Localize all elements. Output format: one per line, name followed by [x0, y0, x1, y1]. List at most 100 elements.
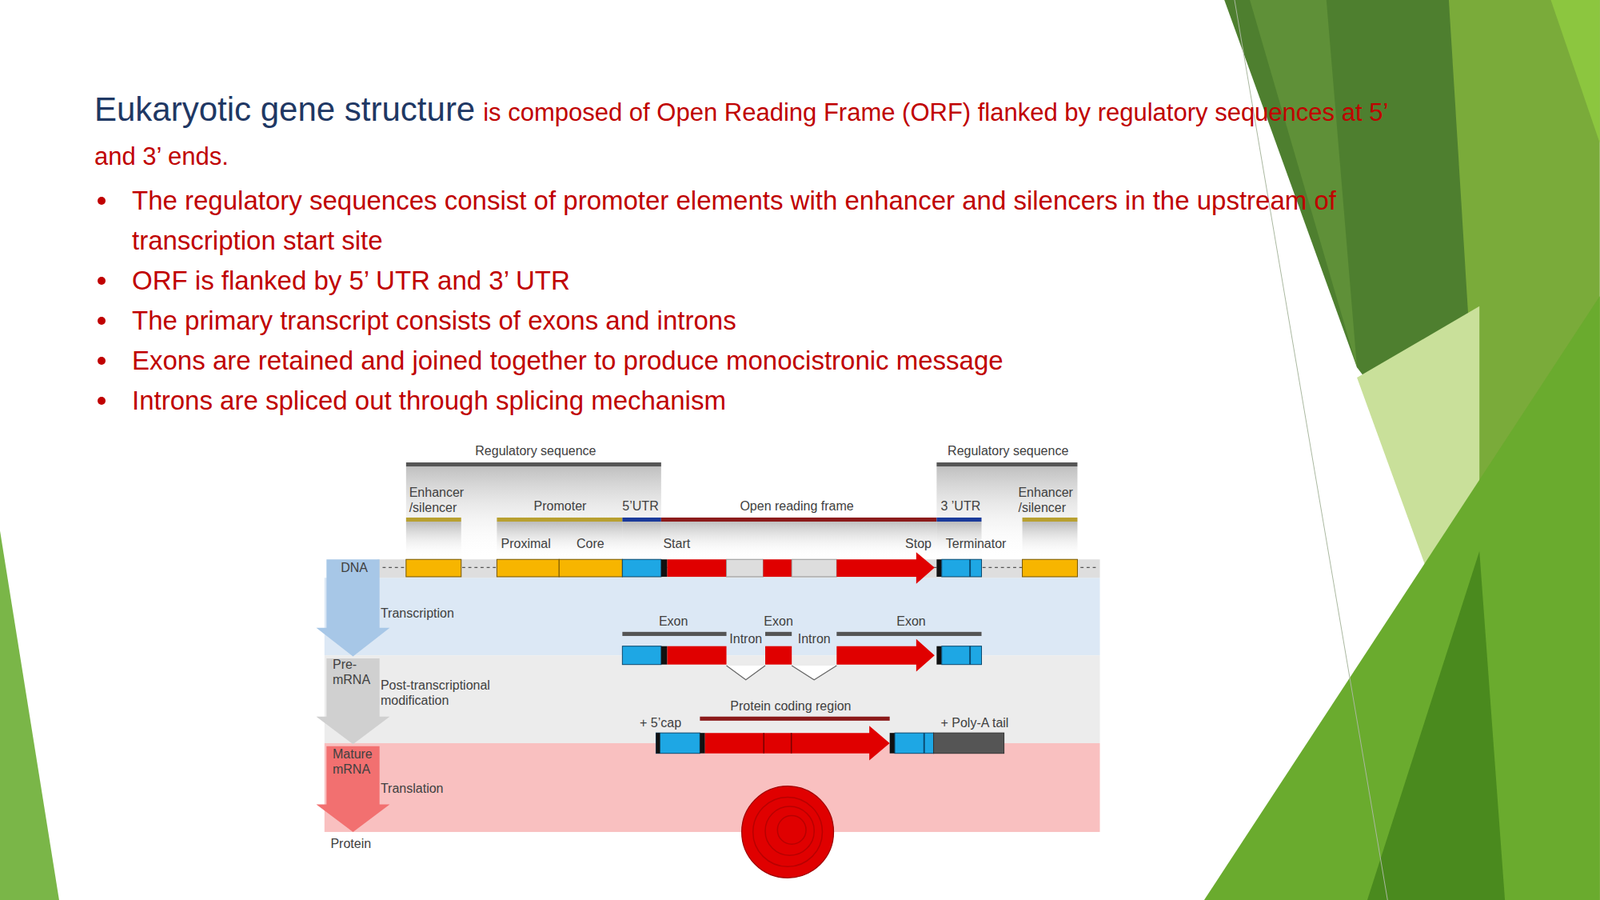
transcription-band [324, 577, 1101, 655]
diagram-label: 5’UTR [622, 497, 659, 513]
diagram-label: Protein [330, 834, 372, 850]
slide-title: Eukaryotic gene structure [94, 90, 475, 128]
diagram-label: Proximal [501, 534, 551, 551]
diagram-label: Open reading frame [739, 497, 854, 513]
diagram-label: Intron [798, 630, 831, 646]
utr-box [622, 558, 661, 577]
diagram-label: Post-transcriptional modification [380, 677, 517, 708]
regulatory-shade [406, 466, 662, 559]
green-triangle [1204, 295, 1600, 900]
element-bar [661, 517, 938, 522]
diagram-label: Promoter [534, 497, 587, 513]
element-bar [496, 517, 623, 522]
bullet-dot [97, 356, 106, 365]
bullet-dot [97, 396, 106, 405]
diagram-label: Protein coding region [730, 697, 851, 713]
diagram-label: Exon [763, 612, 793, 628]
element-bar [406, 517, 462, 522]
stop-mark [936, 646, 942, 665]
core-box [558, 558, 623, 577]
divider [790, 732, 793, 754]
protein-fold [765, 805, 814, 855]
heading-block: Eukaryotic gene structureis composed of … [94, 89, 1406, 181]
bullet-item: ORF is flanked by 5’ UTR and 3’ UTR [94, 260, 1390, 301]
divider [969, 558, 971, 577]
utr-box [941, 558, 982, 577]
bullet-text: The regulatory sequences consist of prom… [131, 185, 1337, 256]
bullet-dot [97, 196, 106, 205]
bullet-dot [97, 316, 106, 325]
utr-box [655, 732, 700, 754]
bullet-item: The primary transcript consists of exons… [94, 300, 1390, 341]
diagram-label: Start [662, 534, 691, 551]
bullet-text: The primary transcript consists of exons… [131, 305, 737, 336]
diagram-label: Transcription [380, 604, 455, 620]
start-mark [661, 558, 668, 577]
exon-bar [836, 631, 982, 636]
splice-v [726, 665, 766, 680]
element-shade [496, 521, 623, 559]
exon-bar [765, 631, 792, 636]
dna-strip [377, 558, 1100, 578]
stop-mark [936, 558, 942, 577]
modification-band [324, 654, 1101, 743]
diagram-label: DNA [340, 559, 368, 575]
diagram-label: Translation [380, 780, 444, 796]
green-triangle [1551, 0, 1600, 144]
diagram-label: Regulatory sequence [474, 442, 596, 458]
translation-band [324, 742, 1101, 832]
bullet-item: The regulatory sequences consist of prom… [94, 180, 1390, 261]
element-shade [622, 521, 661, 559]
diagram-label: Exon [658, 612, 688, 628]
transcription-arrow [316, 558, 391, 656]
intron-box [726, 558, 764, 577]
coding-bar [699, 716, 890, 721]
exon-box [765, 646, 792, 665]
utr-box [894, 732, 934, 754]
polya-tail [933, 732, 1005, 754]
proximal-box [496, 558, 559, 577]
exon-box [667, 646, 727, 665]
bullet-text: Introns are spliced out through splicing… [131, 385, 727, 415]
element-bar [1022, 517, 1078, 522]
bullet-list: The regulatory sequences consist of prom… [94, 180, 1390, 421]
regulatory-bar [406, 462, 662, 467]
coding-arrow [705, 725, 890, 760]
divider [923, 732, 926, 754]
diagram-label: + Poly-A tail [940, 714, 1009, 731]
green-triangle [0, 530, 60, 900]
diagram-label: Enhancer /silencer [409, 484, 475, 515]
diagram-label: Terminator [945, 534, 1007, 551]
element-bar [936, 517, 982, 522]
protein-fold [753, 797, 823, 867]
exon-arrow [836, 551, 934, 584]
intron-box [791, 558, 837, 577]
divider [762, 732, 765, 754]
translation-arrow [316, 746, 391, 832]
regulatory-bar [936, 462, 1078, 467]
splice-v [791, 665, 837, 680]
diagram-label: Intron [729, 630, 763, 646]
enhancer-box [406, 558, 462, 577]
protein-fold [777, 815, 806, 845]
diagram-label: Exon [896, 612, 926, 628]
bullet-text: Exons are retained and joined together t… [131, 345, 1004, 376]
diagram-label: Pre- mRNA [332, 656, 376, 687]
diagram-label: Stop [905, 534, 932, 551]
diagram-label: Regulatory sequence [947, 442, 1069, 458]
exon-box [762, 558, 792, 577]
diagram-label: Mature mRNA [332, 746, 383, 777]
exon-box [667, 558, 727, 577]
diagram-label: 3 ’UTR [940, 497, 981, 513]
utr-box [622, 646, 661, 665]
exon-arrow [836, 638, 934, 672]
bullet-dot [97, 276, 106, 285]
modification-arrow [316, 658, 391, 744]
element-bar [622, 517, 661, 522]
green-triangle [1367, 550, 1505, 900]
protein-circle [742, 786, 834, 878]
bullet-item: Exons are retained and joined together t… [94, 340, 1390, 381]
start-mark [661, 646, 668, 665]
